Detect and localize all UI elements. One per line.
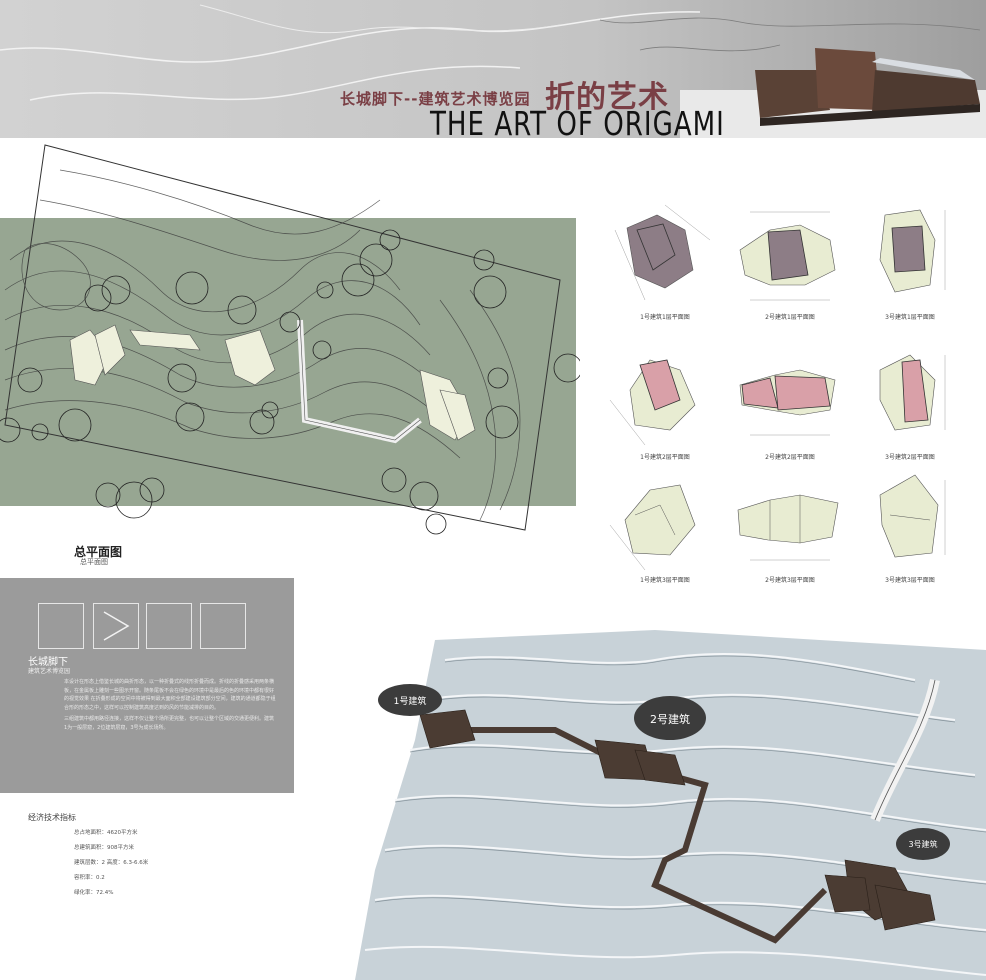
title-english: THE ART OF ORIGAMI [430, 104, 725, 144]
header-banner [0, 0, 986, 138]
site-plan-title: 总平面图 [74, 545, 123, 559]
site-plan-drawing [0, 144, 580, 535]
floor-plan-caption: 3号建筑1层平面图 [885, 314, 935, 321]
floor-plan-caption: 1号建筑3层平面图 [640, 577, 690, 584]
plan-core [636, 223, 676, 271]
floor-plan-caption: 2号建筑1层平面图 [765, 314, 815, 321]
floor-plan-1-1 [605, 200, 725, 320]
economic-row: 容积率：0.2 [74, 875, 105, 881]
terrain-model-render: 1号建筑 2号建筑 3号建筑 [355, 630, 986, 980]
floor-plan-2-1 [730, 200, 850, 320]
economic-row: 绿化率：72.4% [74, 890, 114, 896]
panel-paragraph: 三组建筑中都用路径连接，这样不仅让整个场所更完整，也可以让整个区域的交通更便利。… [64, 716, 275, 731]
floor-plan-1-2 [605, 340, 725, 460]
floor-plan-2-2 [730, 340, 850, 460]
building-1-bubble [378, 684, 442, 716]
bubble-1-label: 1号建筑 [394, 695, 427, 707]
concept-square-1 [38, 603, 84, 649]
floor-plan-caption: 3号建筑3层平面图 [885, 577, 935, 584]
floor-plan-3-2 [850, 340, 970, 460]
description-panel: 长城脚下 建筑艺术博览园 本设计在形态上借鉴长城的曲折形态，以一种折叠式的线形折… [0, 578, 294, 793]
panel-body: 本设计在形态上借鉴长城的曲折形态，以一种折叠式的线形折叠而成。折线的折叠感采用两… [64, 678, 276, 732]
floor-plan-caption: 1号建筑1层平面图 [640, 314, 690, 321]
concept-square-4 [200, 603, 246, 649]
concept-square-3 [146, 603, 192, 649]
floor-plan-2-3 [730, 465, 850, 585]
building-3-bubble [896, 828, 950, 860]
panel-paragraph: 本设计在形态上借鉴长城的曲折形态，以一种折叠式的线形折叠而成。折线的折叠感采用两… [64, 679, 276, 711]
header-graphic [0, 0, 986, 138]
floor-plan-1-3 [605, 465, 725, 585]
panel-subtitle: 建筑艺术博览园 [28, 668, 71, 675]
economic-row: 建筑层数：2 高度：6.3-6.6米 [74, 860, 149, 866]
floor-plan-3-1 [850, 200, 970, 320]
site-plan-subtitle: 总平面图 [80, 558, 108, 566]
floor-plan-3-3 [850, 465, 970, 585]
floor-plan-caption: 1号建筑2层平面图 [640, 454, 690, 461]
panel-title: 长城脚下 [28, 657, 68, 668]
chevron-right-icon [103, 611, 130, 641]
concept-square-2 [93, 603, 139, 649]
economic-row: 总占地面积：4620平方米 [74, 830, 138, 836]
economic-row: 总建筑面积：908平方米 [74, 845, 134, 851]
floor-plan-caption: 3号建筑2层平面图 [885, 454, 935, 461]
title-chinese-large: 折的艺术 [545, 80, 669, 115]
floor-plan-caption: 2号建筑3层平面图 [765, 577, 815, 584]
building-2-bubble [634, 696, 706, 740]
bubble-2-label: 2号建筑 [650, 712, 690, 726]
bubble-3-label: 3号建筑 [908, 839, 937, 849]
title-chinese: 长城脚下--建筑艺术博览园 [340, 90, 531, 108]
floor-plan-caption: 2号建筑2层平面图 [765, 454, 815, 461]
economic-indicators-title: 经济技术指标 [28, 813, 76, 822]
